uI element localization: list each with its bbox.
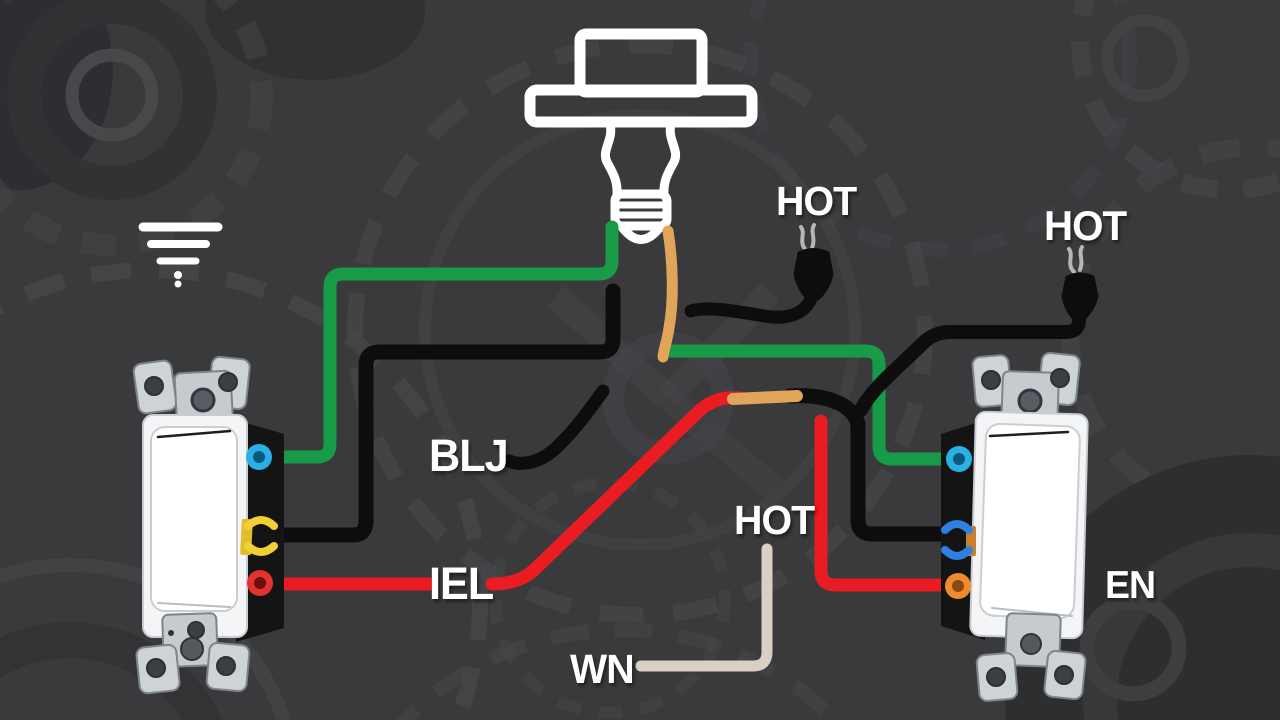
wire-cap — [793, 248, 834, 301]
terminal-orange — [945, 573, 971, 599]
label-hot-center: HOT — [776, 178, 857, 224]
rocker-paddle — [979, 422, 1081, 620]
terminal-blue — [941, 520, 976, 560]
terminal-yellow — [240, 516, 278, 556]
hot-feed-right — [854, 245, 1099, 417]
red-wire-right — [814, 414, 955, 592]
bulb-outline — [601, 122, 680, 197]
left-switch — [132, 355, 284, 695]
splice-tan-segment — [727, 390, 803, 405]
smoke-icon — [1067, 245, 1084, 274]
hot-feed-center — [684, 223, 834, 324]
label-wn: WN — [570, 646, 635, 692]
smoke-icon — [799, 223, 816, 252]
rocker-paddle — [150, 426, 238, 612]
bulb-base-dome — [618, 224, 664, 244]
ground-symbol — [138, 222, 223, 288]
red-wire-left-b — [485, 391, 747, 591]
spliced-black-wire — [782, 388, 954, 542]
blj-loose-wire — [502, 384, 610, 470]
tan-wire-from-bulb — [657, 225, 678, 363]
label-en: EN — [1105, 564, 1156, 607]
label-hot-bottom: HOT — [734, 497, 815, 543]
ceiling-light-fixture — [524, 28, 758, 244]
wn-neutral-wire — [635, 543, 773, 672]
label-hot-right: HOT — [1044, 202, 1127, 249]
mounting-bracket-bottom — [975, 612, 1087, 702]
label-blj: BLJ — [429, 430, 509, 481]
right-switch — [941, 351, 1089, 702]
ground-wire-right — [659, 344, 959, 466]
terminal-red — [247, 570, 273, 596]
terminal-cyan — [246, 444, 272, 470]
label-iel: IEL — [429, 558, 494, 609]
black-traveler-left — [268, 283, 621, 543]
wire-cap — [1061, 272, 1099, 321]
terminal-cyan — [946, 446, 972, 472]
ground-wire-left — [257, 220, 619, 464]
mounting-bracket-bottom — [135, 612, 251, 695]
